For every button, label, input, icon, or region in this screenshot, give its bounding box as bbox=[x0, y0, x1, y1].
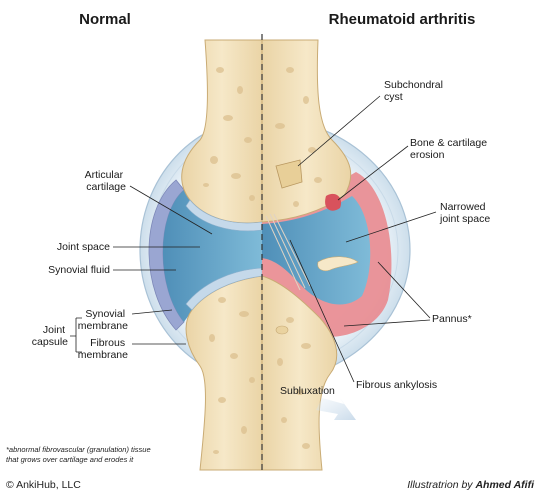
erosion-upper bbox=[325, 193, 342, 211]
ra-upper-bone-shape bbox=[262, 39, 352, 223]
ra-joint bbox=[262, 39, 411, 471]
copyright-text: © AnkiHub, LLC bbox=[6, 479, 81, 491]
subluxation-arrow bbox=[316, 398, 356, 420]
normal-title: Normal bbox=[79, 11, 131, 28]
bone-fragment bbox=[317, 256, 359, 272]
trabecular-pores-right bbox=[275, 67, 322, 449]
ra-title: Rheumatoid arthritis bbox=[329, 11, 476, 28]
articular-cartilage-label: Articular cartilage bbox=[85, 169, 127, 193]
fibrous-membrane-label: Fibrous membrane bbox=[78, 337, 128, 361]
synovial-fluid-shape bbox=[163, 190, 262, 322]
lower-bone-shape bbox=[185, 275, 262, 471]
joint-capsule-label: Joint capsule bbox=[32, 324, 68, 348]
bone-cartilage-erosion-label: Bone & cartilage erosion bbox=[410, 137, 490, 161]
narrowed-joint-space-label: Narrowed joint space bbox=[439, 201, 490, 225]
articular-cartilage-upper bbox=[185, 199, 262, 232]
articular-cartilage-lower bbox=[185, 267, 262, 311]
subchondral-cyst-shape bbox=[275, 159, 303, 189]
ra-synovial-fluid-shape bbox=[262, 196, 371, 305]
ra-lower-bone-shape bbox=[262, 275, 338, 471]
fibrous-strands bbox=[265, 213, 311, 291]
footnote: *abnormal fibrovascular (granulation) ti… bbox=[6, 445, 153, 464]
subluxation-label: Subluxation bbox=[280, 385, 335, 397]
fibrous-ankylosis-label: Fibrous ankylosis bbox=[356, 379, 437, 391]
synovial-membrane-label: Synovial membrane bbox=[78, 308, 128, 332]
synovial-fluid-label: Synovial fluid bbox=[48, 264, 110, 276]
subchondral-cyst-label: Subchondral cyst bbox=[384, 79, 446, 103]
normal-joint bbox=[139, 39, 262, 471]
illustration-credit: Illustratrion by Ahmed Afifi bbox=[407, 479, 535, 491]
joint-capsule-bracket bbox=[70, 317, 82, 353]
joint-space-label: Joint space bbox=[57, 241, 110, 253]
trabecular-pores-left bbox=[203, 67, 255, 454]
pannus-label: Pannus* bbox=[432, 313, 472, 325]
